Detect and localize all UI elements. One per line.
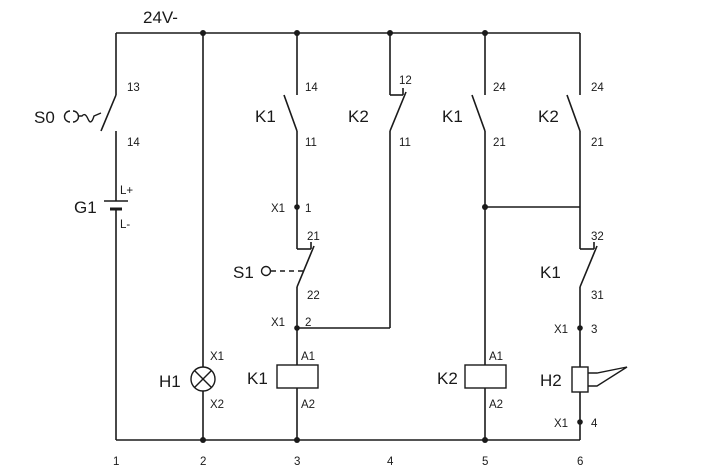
diagram-label: X1 xyxy=(554,324,568,336)
column-number: 3 xyxy=(294,456,300,466)
k2-contact-label-2: K2 xyxy=(538,107,559,126)
h2-label: H2 xyxy=(540,371,562,390)
junction-dot xyxy=(577,325,583,331)
diagram-label: X1 xyxy=(554,418,568,430)
column-4: K2 12 11 xyxy=(297,33,412,329)
column-5: K1 24 21 K2 A1 A2 xyxy=(437,33,580,440)
column-3: K1 14 11 X1 1 S1 21 22 X1 2 K1 A1 A2 xyxy=(233,33,320,440)
horn-icon xyxy=(571,366,628,393)
s1-label: S1 xyxy=(233,263,254,282)
k2-coil-label: K2 xyxy=(437,369,458,388)
wire-segment xyxy=(63,110,71,123)
diagram-label: 1 xyxy=(305,203,311,215)
s0-contact-blade xyxy=(100,94,117,132)
k2-nc-contact-blade xyxy=(389,91,407,132)
diagram-label: 24 xyxy=(493,82,506,94)
diagram-label: A1 xyxy=(301,351,315,363)
column-number: 1 xyxy=(113,456,119,466)
k1-nc-label: K1 xyxy=(540,263,561,282)
lamp-icon xyxy=(190,366,216,392)
s1-contact-blade xyxy=(296,245,315,288)
column-number: 2 xyxy=(200,456,206,466)
diagram-label: 11 xyxy=(305,137,317,149)
k1-coil-label: K1 xyxy=(247,369,268,388)
diagram-label: A2 xyxy=(301,399,315,411)
wire-segment xyxy=(72,110,80,123)
column-number: 4 xyxy=(387,456,394,466)
diagram-label: 32 xyxy=(591,231,604,243)
diagram-label: X1 xyxy=(210,351,224,363)
pushbutton-actuator-icon xyxy=(260,265,272,277)
column-number: 6 xyxy=(577,456,583,466)
k1-coil xyxy=(276,364,319,389)
diagram-label: 14 xyxy=(305,82,318,94)
diagram-label: 21 xyxy=(493,137,506,149)
k2-no-contact-blade xyxy=(566,94,581,132)
column-numbers: 1 2 3 4 5 6 xyxy=(113,456,583,466)
k1-no-contact-blade-2 xyxy=(471,94,486,132)
diagram-label: L- xyxy=(120,219,130,231)
wire-segment xyxy=(588,366,628,387)
s0-label: S0 xyxy=(34,108,55,127)
column-2: H1 X1 X2 xyxy=(159,33,224,440)
wire-segment xyxy=(78,112,102,123)
g1-label: G1 xyxy=(74,198,97,217)
diagram-label: X1 xyxy=(271,317,285,329)
diagram-label: L+ xyxy=(120,185,133,197)
diagram-label: 2 xyxy=(305,317,311,329)
k1-contact-label: K1 xyxy=(255,107,276,126)
h1-label: H1 xyxy=(159,372,181,391)
diagram-label: 12 xyxy=(399,75,412,87)
junction-dot xyxy=(294,204,300,210)
diagram-label: 14 xyxy=(127,137,140,149)
k2-contact-label: K2 xyxy=(348,107,369,126)
wire-segment xyxy=(194,370,212,388)
column-number: 5 xyxy=(482,456,488,466)
diagram-label: 31 xyxy=(591,290,604,302)
k2-coil xyxy=(464,364,507,389)
diagram-label: 3 xyxy=(591,324,597,336)
supply-label: 24V- xyxy=(143,8,178,27)
rotary-actuator-icon xyxy=(63,110,102,123)
diagram-label: A1 xyxy=(489,351,503,363)
diagram-label: 22 xyxy=(307,290,320,302)
diagram-label: A2 xyxy=(489,399,503,411)
k1-contact-label-2: K1 xyxy=(442,107,463,126)
diagram-label: 21 xyxy=(307,231,320,243)
junction-dot xyxy=(577,419,583,425)
diagram-label: 24 xyxy=(591,82,604,94)
diagram-label: 21 xyxy=(591,137,604,149)
diagram-label: 4 xyxy=(591,418,598,430)
k1-nc-contact-blade xyxy=(579,245,598,288)
k1-no-contact-blade xyxy=(283,94,298,132)
wire-segment xyxy=(571,366,589,393)
diagram-label: 13 xyxy=(127,82,140,94)
diagram-label: X2 xyxy=(210,399,224,411)
diagram-label: X1 xyxy=(271,203,285,215)
column-1: S0 13 14 G1 L+ L- xyxy=(34,33,140,440)
diagram-label: 11 xyxy=(399,137,411,149)
column-6: K2 24 21 K1 32 31 X1 3 H2 X1 4 xyxy=(538,33,628,440)
